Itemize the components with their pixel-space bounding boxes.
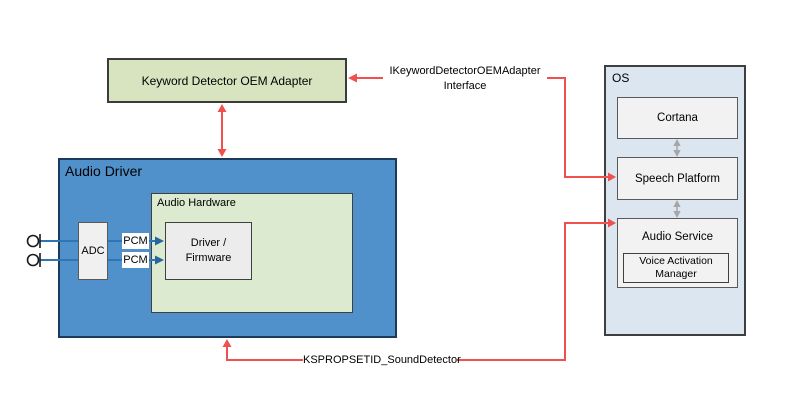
red-arrowhead-into-oem-adapter <box>348 73 357 83</box>
os-label: OS <box>612 71 630 85</box>
ikeyworddetectoroemadapter-interface-label: IKeywordDetectorOEMAdapter Interface <box>383 64 547 94</box>
red-arrowhead-down-to-driver <box>217 149 227 157</box>
red-arrowhead-into-audio-driver <box>222 339 232 347</box>
pcm-label-2-text: PCM <box>123 254 148 266</box>
driver-firmware-label-line2: Firmware <box>185 252 232 264</box>
driver-firmware-box: Driver / Firmware <box>165 222 252 280</box>
audio-hardware-label: Audio Hardware <box>157 197 236 209</box>
interface-label-line2: Interface <box>443 80 487 92</box>
red-arrowhead-up-to-adapter <box>217 104 227 112</box>
keyword-detector-oem-adapter-label: Keyword Detector OEM Adapter <box>141 73 313 88</box>
microphone-jack-icon-2 <box>26 253 41 267</box>
speech-platform-label: Speech Platform <box>634 172 720 185</box>
speech-platform-box: Speech Platform <box>617 157 738 200</box>
voice-activation-manager-box: Voice Activation Manager <box>623 253 729 283</box>
pcm-label-2: PCM <box>122 252 149 268</box>
interface-label-line1: IKeywordDetectorOEMAdapter <box>389 65 541 77</box>
keyword-detector-oem-adapter-box: Keyword Detector OEM Adapter <box>107 58 347 103</box>
pcm-label-1-text: PCM <box>123 235 148 247</box>
voice-activation-manager-label: Voice Activation Manager <box>639 255 713 280</box>
adc-label: ADC <box>81 245 105 257</box>
driver-firmware-label-line1: Driver / <box>190 237 227 250</box>
microphone-jack-icon-1 <box>26 234 41 248</box>
audio-service-label: Audio Service <box>642 231 713 243</box>
audio-driver-label: Audio Driver <box>65 163 143 179</box>
pcm-label-1: PCM <box>122 233 149 249</box>
cortana-label: Cortana <box>657 112 698 124</box>
adc-box: ADC <box>78 222 108 280</box>
kspropsetid-sounddetector-label: KSPROPSETID_SoundDetector <box>303 352 461 368</box>
cortana-box: Cortana <box>617 97 738 139</box>
